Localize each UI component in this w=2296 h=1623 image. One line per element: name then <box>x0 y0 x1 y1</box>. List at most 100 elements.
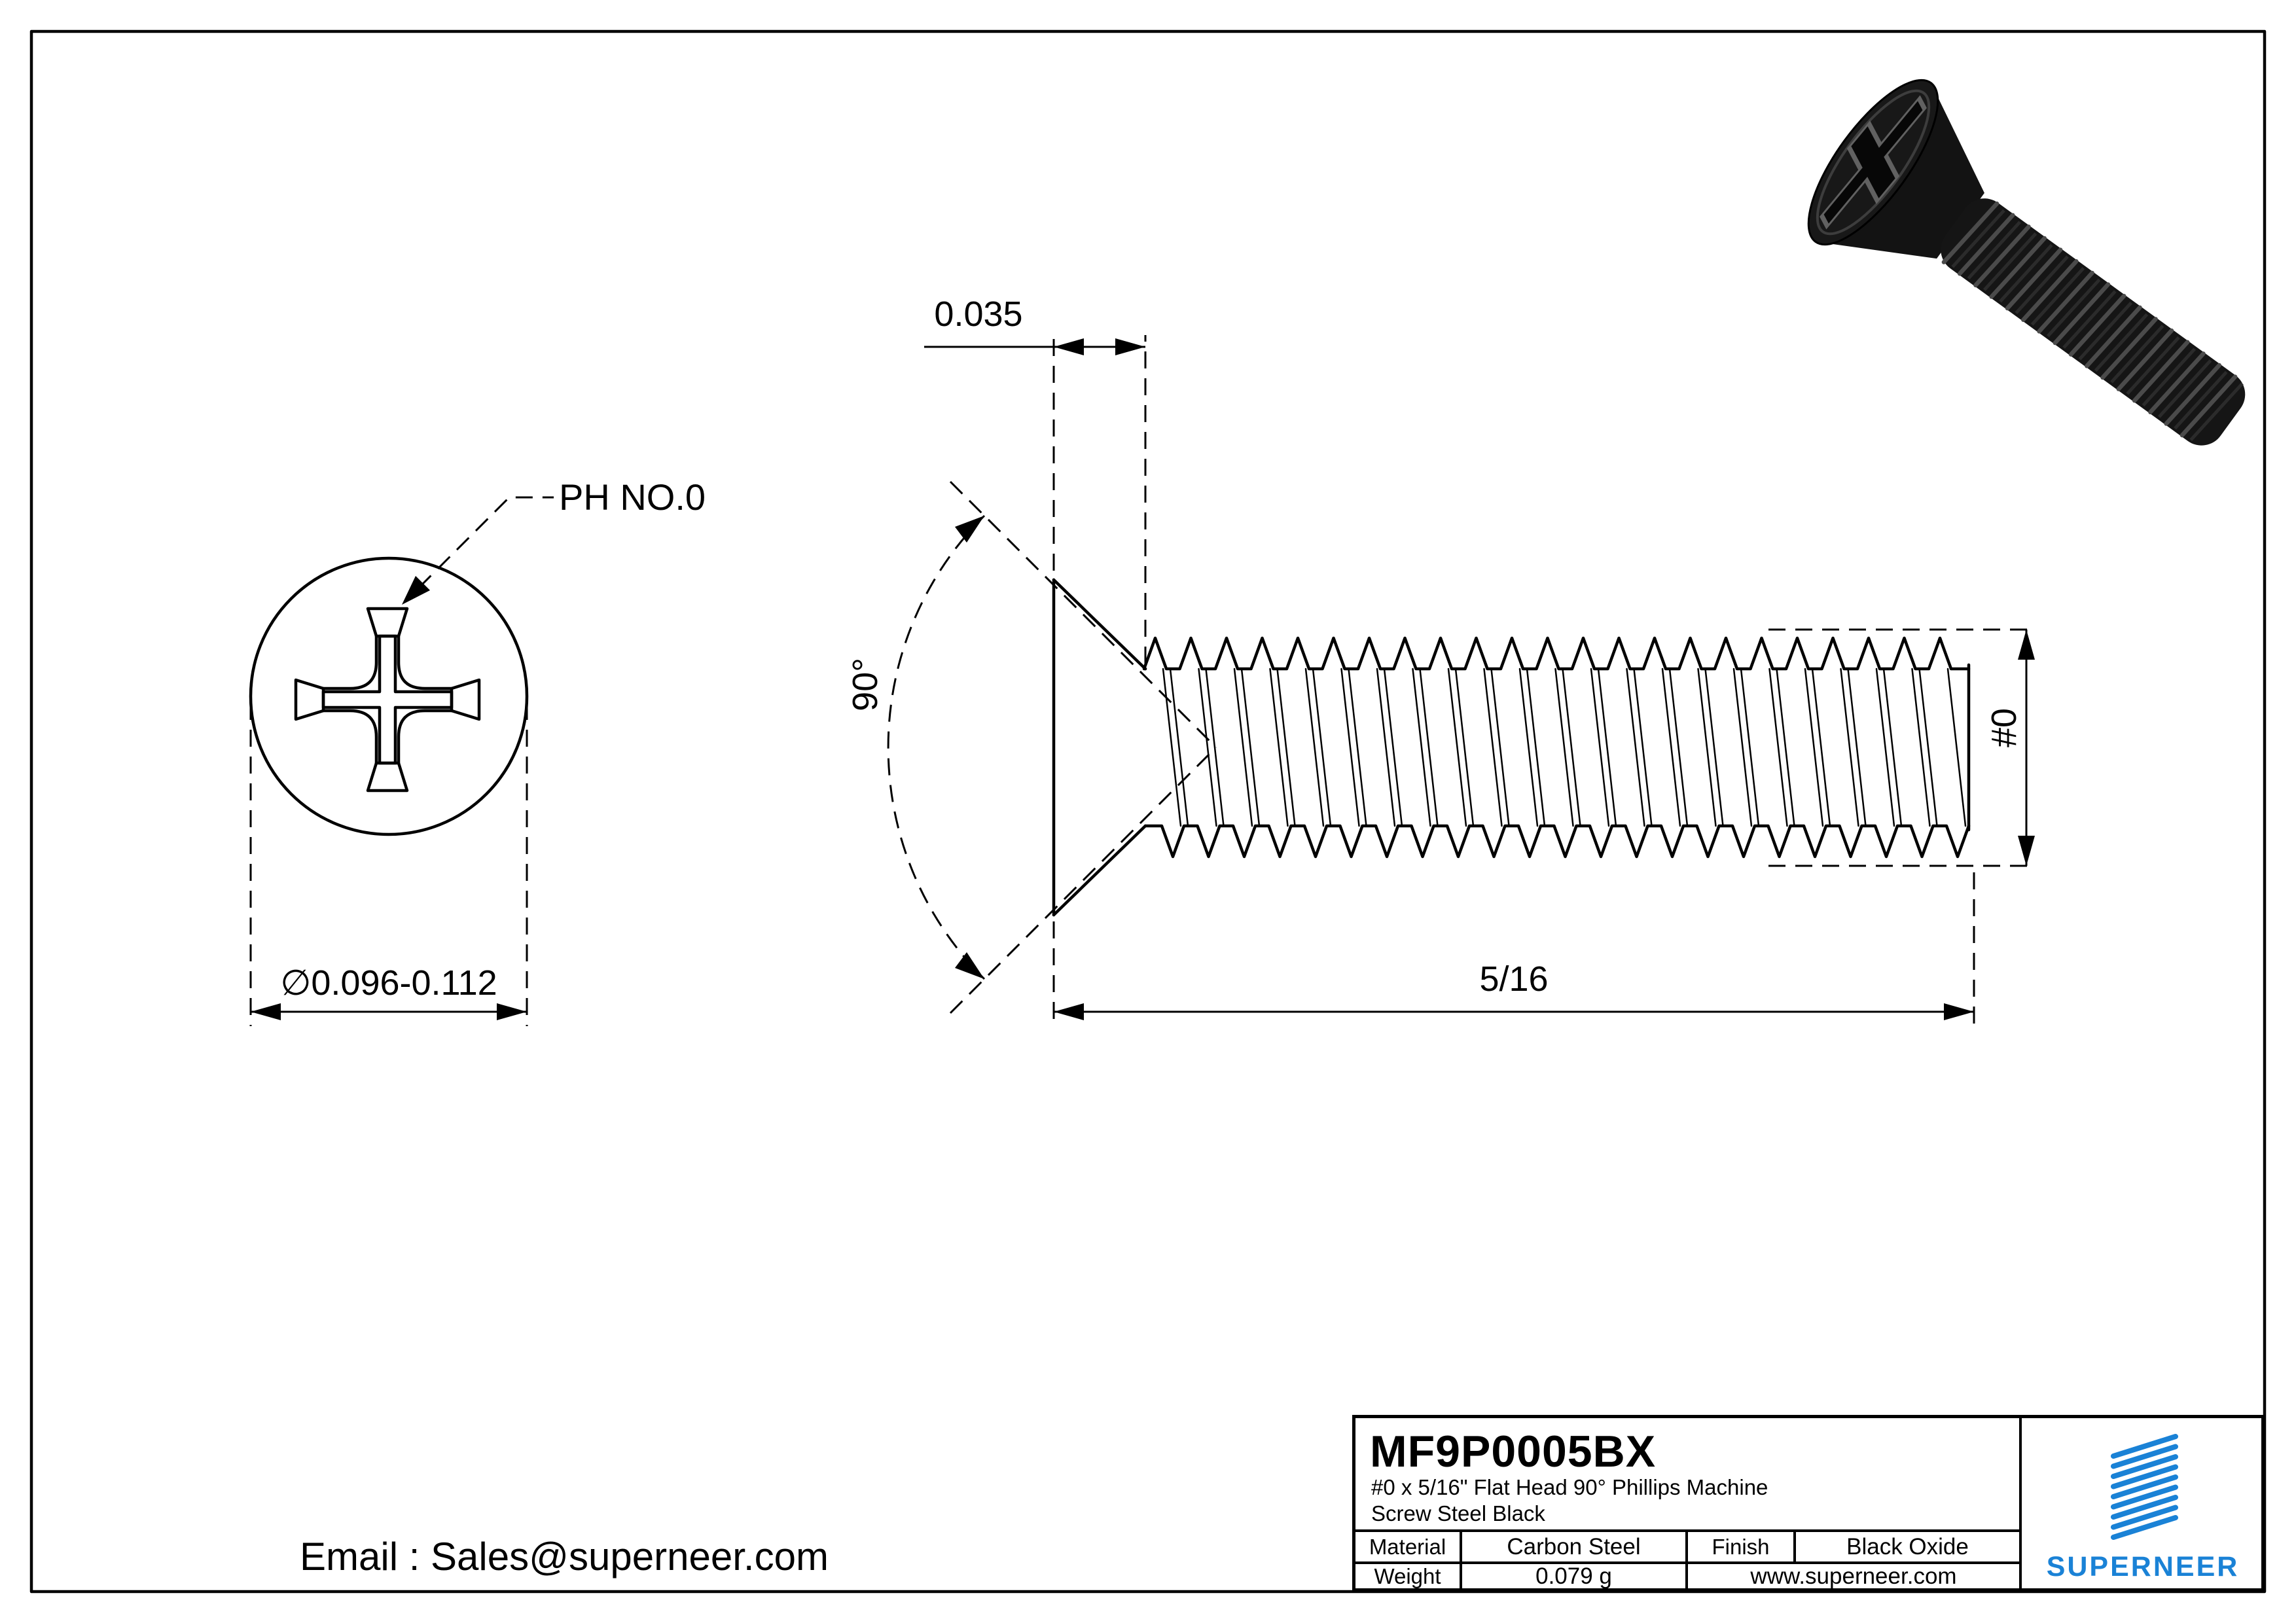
thread-flank-line <box>1875 668 1895 827</box>
thread-stripe <box>2132 340 2190 403</box>
angle-arc <box>887 514 986 980</box>
phillips-chamfer-edges <box>321 634 454 765</box>
thread-flank-line <box>1704 668 1724 827</box>
thread-flank-line <box>1697 668 1717 827</box>
thread-stripe-shadow <box>2110 325 2164 383</box>
thread-stripe-shadow <box>1999 243 2053 303</box>
thread-flank-line <box>1198 668 1217 827</box>
website-link[interactable]: www.superneer.com <box>1685 1561 2019 1589</box>
part-number: MF9P0005BX <box>1370 1427 1657 1476</box>
screw-3d-phillips-cross <box>1820 95 1927 230</box>
thread-stripe-shadow <box>2174 370 2228 430</box>
length-extension-lines <box>1052 872 1975 1026</box>
phillips-recess-inner-cross <box>321 634 454 765</box>
finish-label-cell: Finish <box>1685 1529 1793 1561</box>
thread-flank-line <box>1276 668 1296 827</box>
thread-top-outline <box>1142 636 1971 671</box>
dim-arrow-right <box>497 1003 527 1020</box>
thread-stripe <box>1989 236 2047 299</box>
logo-stripe <box>2111 1454 2178 1479</box>
angle-rays <box>949 480 1217 1014</box>
head-countersink-cone <box>1052 578 1147 917</box>
thread-stripe <box>1941 201 2000 264</box>
thread-flank-line <box>1419 668 1439 827</box>
thread-flank-line <box>1240 668 1261 827</box>
thread-stripe <box>2021 259 2079 322</box>
thread-flank-line <box>1447 668 1467 827</box>
head-height-dimension-text: 0.035 <box>934 294 1022 334</box>
dim-arrow-left <box>251 1003 281 1020</box>
angle-arrow-top <box>955 516 984 543</box>
thread-flank-line <box>1882 668 1903 827</box>
thread-flank-line <box>1847 668 1867 827</box>
brand-logo-icon <box>2111 1434 2178 1540</box>
thread-flank-line <box>1348 668 1367 827</box>
thread-size-extension-lines <box>1768 628 2032 867</box>
screw-3d-shank <box>1941 198 2246 446</box>
thread-stripe-shadow <box>1967 221 2022 280</box>
thread-flank-line <box>1383 668 1403 827</box>
thread-stripe-shadow <box>2015 255 2069 314</box>
thread-stripe-shadow <box>2142 348 2197 407</box>
leader-arrowhead <box>402 576 430 605</box>
thread-flank-line <box>1918 668 1938 827</box>
leader-dashed-line <box>418 496 554 589</box>
thread-flank-line <box>1562 668 1581 827</box>
thread-stripe <box>2100 317 2158 380</box>
thread-flank-line <box>1597 668 1617 827</box>
thread-flank-line <box>1811 668 1831 827</box>
thread-flank-line <box>1776 668 1795 827</box>
title-block: MF9P0005BX #0 x 5/16" Flat Head 90° Phil… <box>1352 1415 2265 1592</box>
thread-stripe-shadow <box>2062 290 2117 349</box>
side-view-screw: 0.035 90° #0 5/16 <box>846 294 2035 1026</box>
thread-profile <box>1142 636 1971 859</box>
brand-logo-cell: SUPERNEER <box>2019 1418 2264 1588</box>
thread-size-arrow-top <box>2018 630 2035 660</box>
thread-flank-line <box>1633 668 1653 827</box>
thread-stripe <box>1973 224 2031 288</box>
head-outline-circle <box>249 556 529 836</box>
thread-flank-line <box>1233 668 1253 827</box>
screw-3d-thread-stripes <box>1941 201 2244 441</box>
weight-label-cell: Weight <box>1355 1561 1460 1588</box>
logo-stripe <box>2111 1484 2178 1510</box>
thread-flank-line <box>1768 668 1788 827</box>
thread-flank-line <box>1554 668 1574 827</box>
contact-email-text: Email : Sales@superneer.com <box>300 1535 829 1578</box>
head-height-extension-lines <box>1052 335 1147 664</box>
thread-flank-line <box>1526 668 1546 827</box>
material-value-cell: Carbon Steel <box>1460 1529 1685 1561</box>
thread-flank-line <box>1454 668 1475 827</box>
screw-3d-phillips-recess <box>1820 95 1927 230</box>
logo-stripe <box>2111 1474 2178 1499</box>
angle-arrow-bottom <box>955 952 984 979</box>
thread-stripe <box>2037 270 2094 334</box>
thread-bottom-outline <box>1143 824 1971 859</box>
thread-flank-line <box>1483 668 1503 827</box>
thread-flank-line <box>1312 668 1332 827</box>
thread-flank-line <box>1376 668 1396 827</box>
thread-stripe-shadow <box>2030 267 2085 326</box>
thread-stripe <box>1957 213 2015 276</box>
material-label-cell: Material <box>1355 1529 1460 1561</box>
logo-stripe <box>2111 1515 2178 1540</box>
countersink-angle-text: 90° <box>846 658 885 711</box>
brand-name: SUPERNEER <box>2046 1551 2240 1582</box>
thread-stripe-shadow <box>2157 359 2212 418</box>
thread-stripe <box>2148 351 2206 415</box>
thread-flank-line <box>1740 668 1760 827</box>
thread-flank-line <box>1840 668 1859 827</box>
top-view-head: PH NO.0 ∅0.096-0.112 <box>249 476 706 1026</box>
thread-stripe <box>2164 363 2222 426</box>
weight-value-cell: 0.079 g <box>1460 1561 1685 1589</box>
thread-flank-line <box>1518 668 1539 827</box>
thread-size-arrow-bottom <box>2018 836 2035 866</box>
head-height-arrow-left <box>1054 338 1084 355</box>
thread-stripe-shadow <box>1982 232 2037 291</box>
diameter-extension-lines <box>249 703 528 1026</box>
logo-stripe <box>2111 1444 2178 1469</box>
length-dimension-text: 5/16 <box>1479 959 1548 999</box>
length-arrow-left <box>1054 1003 1084 1020</box>
thread-flank-line <box>1626 668 1645 827</box>
